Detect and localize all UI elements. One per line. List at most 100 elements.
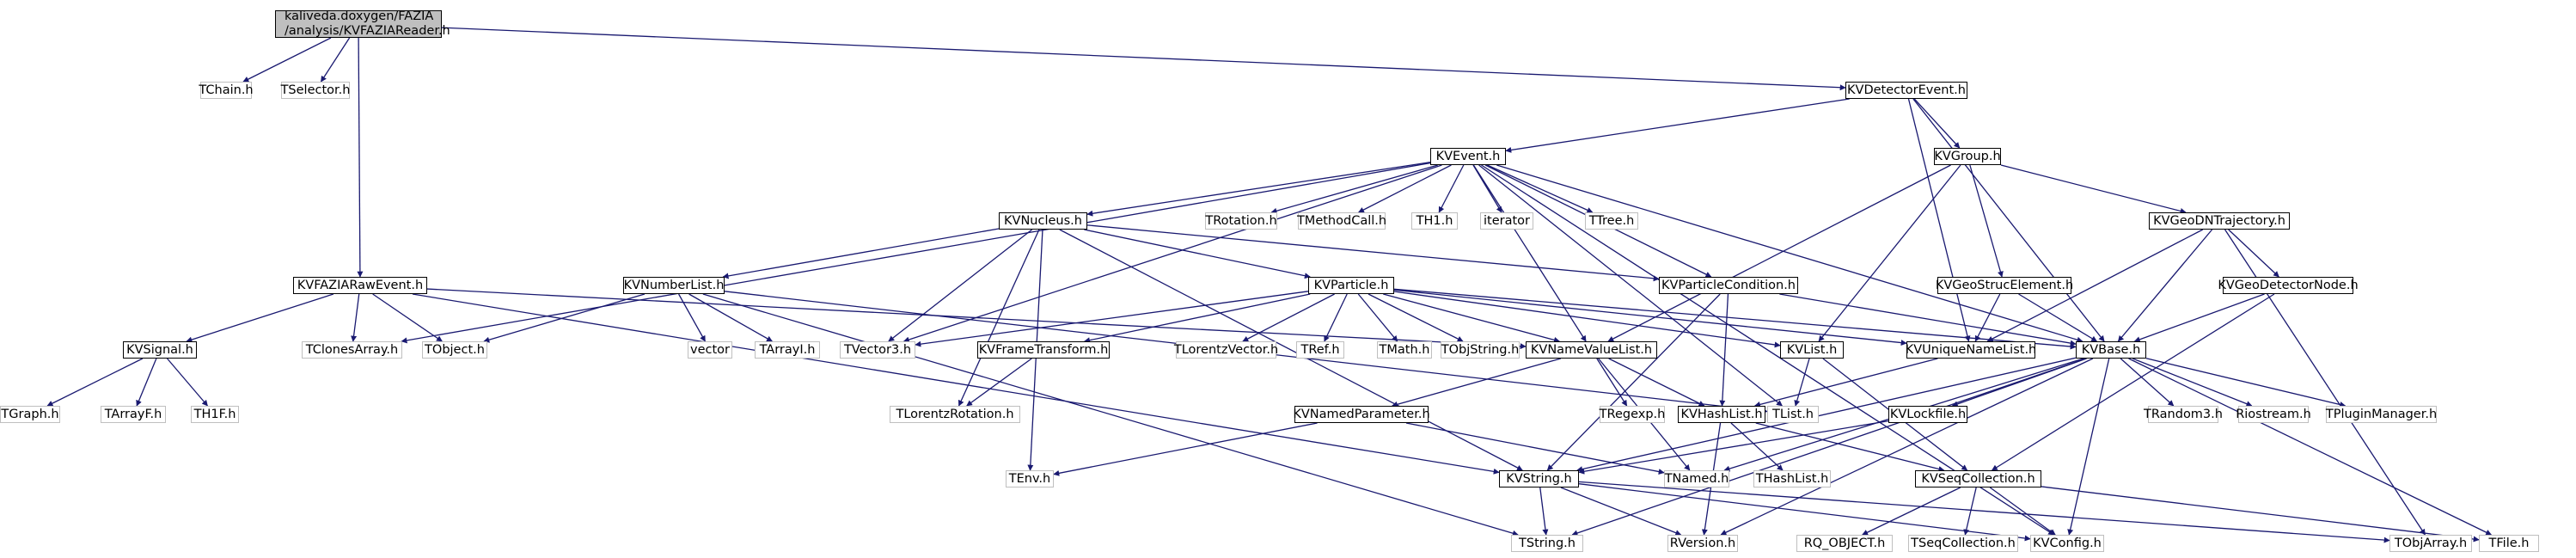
node-th1-f: TH1F.h (191, 406, 239, 423)
node-label: KVGeoDetectorNode.h (2218, 278, 2359, 292)
edge-kv-base-to-t-string (1571, 358, 2087, 537)
node-label: KVString.h (1506, 471, 1572, 486)
edge-kv-seq-collection-to-kv-config (1989, 487, 2056, 536)
edge-kv-base-to-t-random3 (2120, 358, 2175, 407)
node-t-math: TMath.h (1377, 341, 1432, 359)
edge-kv-geo-dn-trajectory-to-kv-geo-detector-node (2228, 229, 2279, 278)
node-kv-list[interactable]: KVList.h (1780, 341, 1844, 359)
edge-kv-signal-to-t-graph (46, 358, 144, 407)
node-label: TChain.h (199, 83, 254, 97)
node-kv-string[interactable]: KVString.h (1499, 470, 1579, 487)
node-kv-hash-list[interactable]: KVHashList.h (1678, 406, 1765, 423)
node-label: TRegexp.h (1599, 407, 1666, 421)
edge-kv-particle-to-kv-base (1393, 288, 2077, 350)
node-kv-lockfile[interactable]: KVLockfile.h (1888, 406, 1967, 423)
node-label: KVHashList.h (1680, 407, 1763, 421)
node-t-object: TObject.h (422, 341, 487, 359)
node-kv-geo-struc-element[interactable]: KVGeoStrucElement.h (1936, 277, 2073, 294)
node-label: TMethodCall.h (1296, 213, 1387, 228)
edge-root-to-t-chain (242, 37, 332, 83)
edge-kv-string-to-kv-config (1578, 483, 2031, 542)
edge-kv-particle-to-kv-frame-transform (1084, 293, 1311, 344)
node-kv-unique-name-list[interactable]: KVUniqueNameList.h (1906, 341, 2036, 359)
node-label: Riostream.h (2236, 407, 2311, 421)
edge-kv-geo-detector-node-to-kv-base (2133, 293, 2265, 343)
edge-kv-list-to-t-list (1794, 358, 1810, 407)
node-t-selector: TSelector.h (281, 82, 350, 99)
node-t-chain: TChain.h (199, 82, 254, 99)
edge-kv-named-parameter-to-t-env (1053, 422, 1318, 476)
edge-kv-signal-to-th1-f (167, 358, 208, 407)
edge-kv-base-to-r-version (1720, 358, 2094, 536)
node-t-random3: TRandom3.h (2144, 406, 2223, 423)
edge-kv-seq-collection-to-t-file (2041, 486, 2480, 543)
node-kv-particle-condition[interactable]: KVParticleCondition.h (1659, 277, 1798, 294)
edge-kv-geo-struc-element-to-kv-base (2018, 293, 2098, 342)
node-t-hash-list: THashList.h (1753, 470, 1831, 487)
node-kv-number-list[interactable]: KVNumberList.h (623, 277, 725, 294)
node-kv-geo-detector-node[interactable]: KVGeoDetectorNode.h (2218, 277, 2359, 294)
node-root[interactable]: kaliveda.doxygen/FAZIA /analysis/KVFAZIA… (275, 9, 450, 38)
node-kv-event[interactable]: KVEvent.h (1430, 148, 1506, 165)
node-label: TH1.h (1416, 213, 1453, 228)
node-t-list: TList.h (1767, 406, 1819, 423)
edge-kv-number-list-to-t-object (483, 293, 646, 343)
node-label: TObjArray.h (2394, 536, 2468, 550)
node-kv-frame-transform[interactable]: KVFrameTransform.h (977, 341, 1110, 359)
edge-kv-group-to-kv-list (1818, 164, 1961, 342)
edge-kv-seq-collection-to-rq-object (1862, 487, 1961, 536)
node-t-string: TString.h (1511, 535, 1583, 552)
node-kvfazia-raw-event[interactable]: KVFAZIARawEvent.h (293, 277, 427, 294)
node-label: KVLockfile.h (1889, 407, 1967, 421)
node-label: KVFAZIARawEvent.h (297, 278, 424, 292)
node-label: RQ_OBJECT.h (1803, 536, 1886, 550)
edge-kv-particle-to-t-vector3 (915, 291, 1309, 347)
node-label: iterator (1484, 213, 1530, 228)
node-kv-particle[interactable]: KVParticle.h (1308, 277, 1394, 294)
edge-kv-base-to-riostream (2132, 358, 2253, 407)
edge-kv-geo-struc-element-to-kv-unique-name-list (1974, 293, 2001, 342)
node-label: TArrayF.h (104, 407, 162, 421)
node-label: TH1F.h (193, 407, 236, 421)
edge-kv-frame-transform-to-t-lorentz-rotation (966, 358, 1032, 407)
node-kv-named-parameter[interactable]: KVNamedParameter.h (1293, 406, 1430, 423)
node-t-ref: TRef.h (1296, 341, 1344, 359)
node-label: KVNucleus.h (1004, 213, 1082, 228)
node-label: THashList.h (1755, 471, 1829, 486)
edge-kv-named-parameter-to-t-named (1405, 422, 1665, 475)
edge-kv-particle-to-t-obj-string (1368, 293, 1464, 342)
node-rq-object: RQ_OBJECT.h (1796, 535, 1893, 552)
node-t-lorentz-vector: TLorentzVector.h (1174, 341, 1278, 359)
edge-kv-nucleus-to-kv-number-list (722, 228, 1000, 279)
edge-kv-event-to-t-rotation (1270, 164, 1438, 214)
node-label: KVBase.h (2081, 342, 2141, 357)
node-kv-detector-event[interactable]: KVDetectorEvent.h (1845, 82, 1967, 99)
node-label: TLorentzRotation.h (896, 407, 1014, 421)
edge-kvfazia-raw-event-to-t-object (372, 293, 443, 342)
node-label: TArrayI.h (759, 342, 816, 357)
node-label: TFile.h (2488, 536, 2530, 550)
node-kv-base[interactable]: KVBase.h (2076, 341, 2146, 359)
node-label: TSelector.h (280, 83, 351, 97)
edge-kv-particle-to-kv-list (1393, 291, 1781, 348)
edge-kv-seq-collection-to-t-seq-collection (1963, 487, 1977, 536)
edge-kv-base-to-t-file (2128, 358, 2493, 536)
node-label: KVList.h (1786, 342, 1838, 357)
node-kv-signal[interactable]: KVSignal.h (123, 341, 197, 359)
node-kv-name-value-list[interactable]: KVNameValueList.h (1526, 341, 1657, 359)
edge-kv-nucleus-to-kv-particle (1084, 229, 1311, 279)
node-label: KVSignal.h (126, 342, 193, 357)
node-kv-geo-dn-trajectory[interactable]: KVGeoDNTrajectory.h (2149, 212, 2290, 230)
edge-kvfazia-raw-event-to-kv-signal (186, 293, 334, 343)
edge-root-to-t-selector (320, 37, 351, 83)
edge-kv-name-value-list-to-kv-hash-list (1608, 358, 1705, 407)
node-label: KVGeoDNTrajectory.h (2153, 213, 2285, 228)
node-label: KVEvent.h (1435, 149, 1501, 163)
node-kv-seq-collection[interactable]: KVSeqCollection.h (1915, 470, 2041, 487)
node-kv-config: KVConfig.h (2030, 535, 2104, 552)
node-kv-nucleus[interactable]: KVNucleus.h (999, 212, 1087, 230)
node-label: TEnv.h (1008, 471, 1051, 486)
node-kv-group[interactable]: KVGroup.h (1934, 148, 2001, 165)
node-label: KVNumberList.h (623, 278, 725, 292)
edge-kv-detector-event-to-kv-event (1505, 98, 1850, 153)
